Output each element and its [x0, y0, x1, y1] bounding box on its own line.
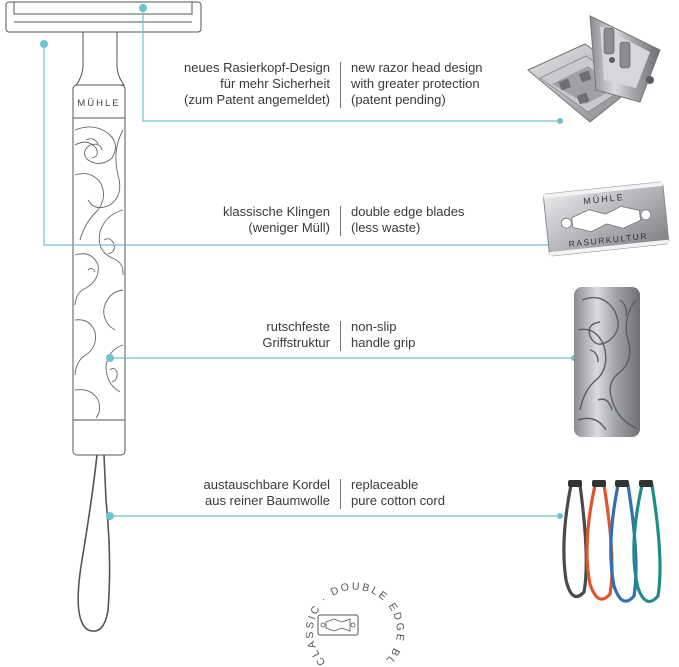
- text-line: new razor head design: [351, 60, 483, 75]
- feature-head-en: new razor head design with greater prote…: [351, 60, 531, 108]
- feature-grip-en: non-slip handle grip: [351, 319, 531, 351]
- connector-dots: [40, 4, 577, 520]
- feature-cord-en: replaceable pure cotton cord: [351, 477, 531, 509]
- blade-brand: MÜHLE: [583, 192, 625, 206]
- text-line: (zum Patent angemeldet): [184, 92, 330, 107]
- text-line: austauschbare Kordel: [203, 477, 330, 492]
- cord-gray: [562, 483, 588, 598]
- divider: [340, 62, 341, 108]
- divider: [340, 321, 341, 351]
- text-line: für mehr Sicherheit: [220, 76, 330, 91]
- feature-cord-de: austauschbare Kordel aus reiner Baumwoll…: [150, 477, 330, 509]
- blade-photo: MÜHLE RASURKULTUR: [542, 181, 670, 257]
- cord-blue: [609, 483, 638, 603]
- text-line: pure cotton cord: [351, 493, 445, 508]
- feature-blades-de: klassische Klingen (weniger Müll): [150, 204, 330, 236]
- feature-grip-de: rutschfeste Griffstruktur: [150, 319, 330, 351]
- divider: [340, 206, 341, 236]
- text-line: neues Rasierkopf-Design: [184, 60, 330, 75]
- text-line: (weniger Müll): [248, 220, 330, 235]
- text-line: double edge blades: [351, 204, 465, 219]
- text-line: non-slip: [351, 319, 397, 334]
- text-line: with greater protection: [351, 76, 480, 91]
- text-line: (patent pending): [351, 92, 446, 107]
- text-line: klassische Klingen: [223, 204, 330, 219]
- cord-orange: [585, 483, 614, 601]
- text-line: aus reiner Baumwolle: [204, 493, 330, 508]
- connector-lines: [43, 8, 574, 517]
- text-line: rutschfeste: [266, 319, 330, 334]
- text-line: Griffstruktur: [262, 335, 330, 350]
- cord-photo: [562, 480, 662, 604]
- text-line: (less waste): [351, 220, 421, 235]
- razor-drawing: [5, 1, 202, 632]
- text-line: handle grip: [351, 335, 416, 350]
- razor-head-photo: [527, 15, 661, 123]
- cord-teal: [632, 483, 662, 604]
- feature-blades-en: double edge blades (less waste): [351, 204, 531, 236]
- text-line: replaceable: [351, 477, 419, 492]
- grip-photo: [574, 287, 640, 437]
- handle-brand: MÜHLE: [77, 98, 120, 109]
- feature-head-de: neues Rasierkopf-Design für mehr Sicherh…: [150, 60, 330, 108]
- divider: [340, 479, 341, 509]
